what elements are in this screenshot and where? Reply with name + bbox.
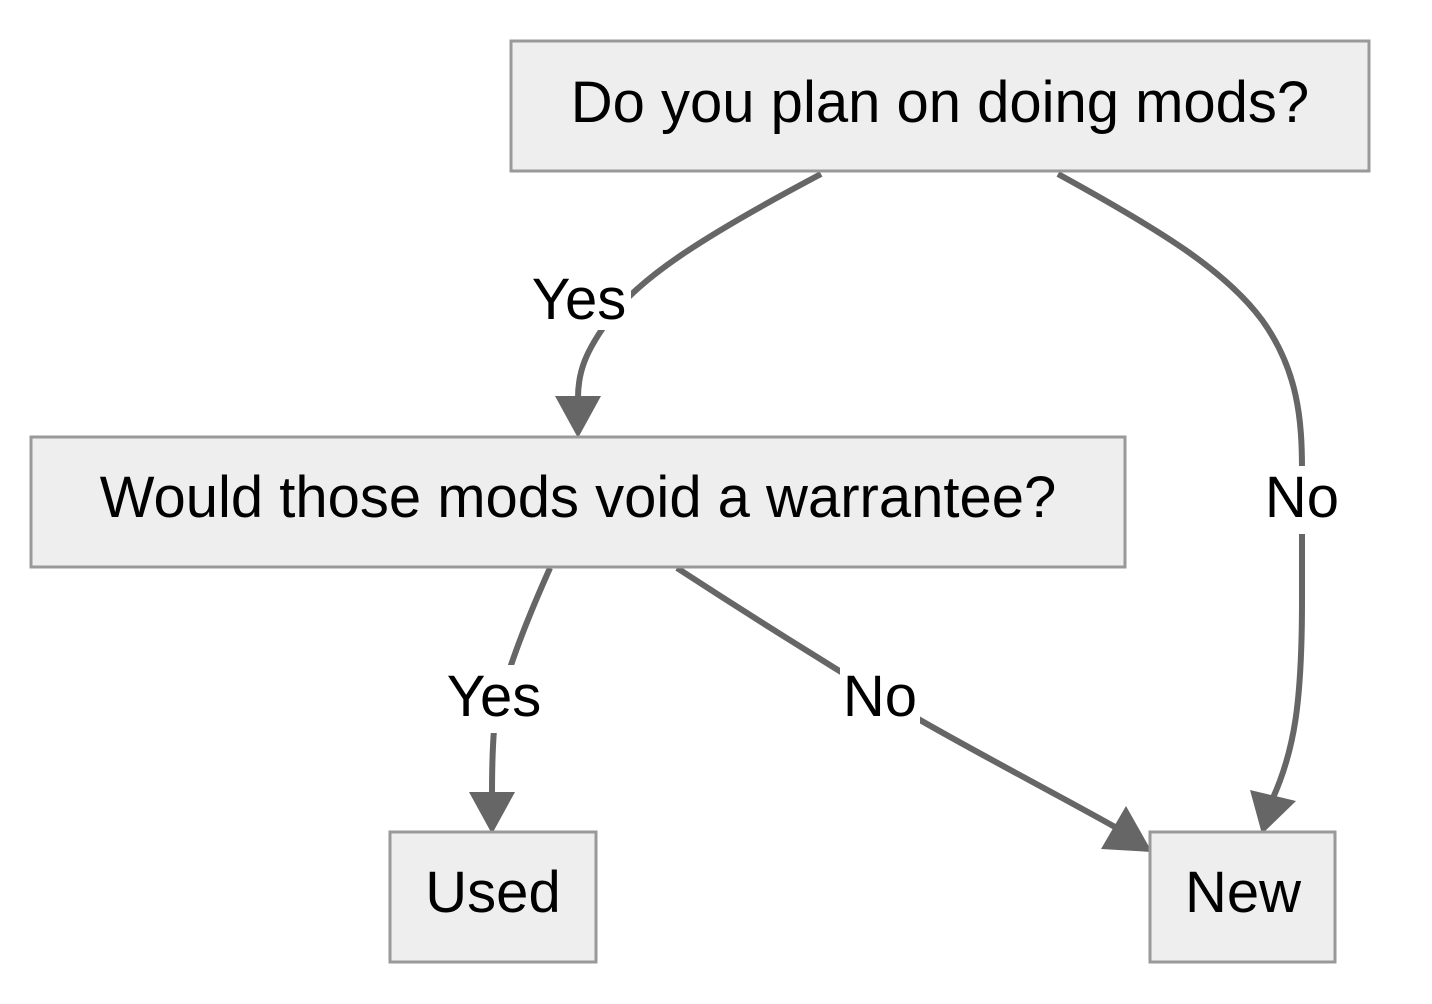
edges	[469, 171, 1305, 852]
node-used: Used	[388, 830, 598, 964]
edge-label-warranty-no: No	[843, 664, 917, 729]
edge-label-mods-no: No	[1265, 465, 1339, 530]
node-new: New	[1148, 830, 1337, 964]
node-used-label: Used	[425, 860, 560, 925]
node-new-label: New	[1185, 860, 1302, 925]
node-mods-question-label: Do you plan on doing mods?	[571, 70, 1309, 135]
arrowhead-warranty-yes	[469, 792, 515, 834]
node-warranty-question-label: Would those mods void a warrantee?	[100, 465, 1056, 530]
node-warranty-question: Would those mods void a warrantee?	[29, 435, 1127, 569]
arrowhead-mods-yes	[555, 396, 601, 438]
arrowhead-warranty-no	[1101, 806, 1152, 852]
node-mods-question: Do you plan on doing mods?	[509, 39, 1371, 173]
edge-label-mods-yes: Yes	[532, 267, 627, 332]
arrowhead-mods-no	[1250, 790, 1296, 834]
edge-labels: Yes No Yes No	[442, 267, 1342, 733]
edge-mods-no	[1056, 171, 1305, 802]
edge-label-warranty-yes: Yes	[447, 664, 542, 729]
